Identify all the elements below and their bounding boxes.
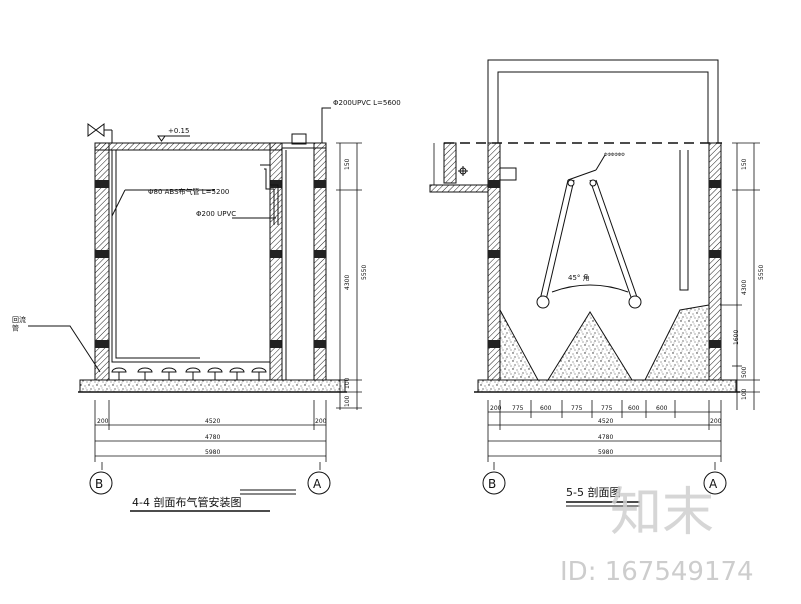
axis-circle-a-left xyxy=(307,471,331,495)
right-dim-b3: 600 xyxy=(540,405,552,412)
right-dim-b4: 775 xyxy=(571,405,583,412)
right-section: ФФФФФФ 45° 角 xyxy=(429,59,765,507)
left-wall-joints xyxy=(95,180,326,348)
right-frame xyxy=(487,59,719,143)
right-wall-joints xyxy=(488,180,721,348)
pipe-elbow xyxy=(291,133,307,145)
axis-circle-b-left xyxy=(89,471,113,495)
left-dim-r2: 4300 xyxy=(344,275,351,290)
right-dim-r4: 1600 xyxy=(733,330,740,345)
axis-label-b-left: B xyxy=(95,477,103,491)
hopper-right xyxy=(644,304,710,381)
watermark-brand: 知末 xyxy=(610,483,714,543)
right-dim-r6: 100 xyxy=(741,388,748,400)
internal-pipe xyxy=(260,150,287,380)
left-dim-r3: 5550 xyxy=(361,265,368,280)
right-frame-inner xyxy=(497,71,709,143)
right-dim-b5: 775 xyxy=(601,405,613,412)
top-label: ФФФФФФ xyxy=(604,152,625,157)
airlift-pipes xyxy=(539,154,639,301)
left-dim-b2: 4520 xyxy=(205,418,220,425)
right-dim-r2: 4300 xyxy=(741,280,748,295)
pipe-uvpc-label: Φ200UPVC L=5600 xyxy=(333,99,401,107)
ledge xyxy=(429,184,489,193)
abs-pipe-label: Φ80 ABS布气管 L=5200 xyxy=(148,187,229,196)
axis-circle-a-right xyxy=(703,471,727,495)
left-top-slab xyxy=(94,142,283,151)
baffle xyxy=(679,150,689,291)
abs-leader xyxy=(111,189,126,217)
right-dim-b7: 600 xyxy=(656,405,668,412)
left-dim-r1: 150 xyxy=(344,158,351,170)
angle-arc xyxy=(551,284,629,293)
side-note: 回流管 xyxy=(12,315,26,332)
left-caption: 4-4 剖面布气管安装图 xyxy=(132,495,241,509)
right-dim-b6: 600 xyxy=(628,405,640,412)
left-dim-b3: 200 xyxy=(315,418,327,425)
diffuser-pipe-2 xyxy=(115,150,200,359)
elevation-label: +0.15 xyxy=(168,127,189,135)
right-caption: 5-5 剖面图 xyxy=(566,485,620,499)
axis-label-a-right: A xyxy=(709,477,718,491)
left-dim-r5: 100 xyxy=(344,395,351,407)
left-dims-bottom xyxy=(94,400,327,470)
side-note-leader xyxy=(28,325,101,373)
hopper-left xyxy=(499,309,539,381)
weir xyxy=(500,167,517,181)
left-dim-b1: 200 xyxy=(97,418,109,425)
right-bottom-slab xyxy=(477,379,737,393)
angle-label: 45° 角 xyxy=(568,273,590,282)
right-wall-a xyxy=(443,142,457,184)
pipe-label-2: Φ200 UPVC xyxy=(196,210,236,218)
right-dim-b8: 200 xyxy=(710,418,722,425)
pipe-joint-top xyxy=(567,179,575,187)
right-dim-b9: 4520 xyxy=(598,418,613,425)
pipe-joint-top-2 xyxy=(589,179,597,187)
right-dim-b2: 775 xyxy=(512,405,524,412)
right-dims-bottom xyxy=(487,400,722,470)
watermark-id: ID: 167549174 xyxy=(560,557,754,587)
right-dim-b10: 4780 xyxy=(598,434,613,441)
left-dims-right xyxy=(336,142,362,410)
left-bottom-slab xyxy=(79,379,346,393)
right-dim-r3: 5550 xyxy=(758,265,765,280)
left-dim-b4: 4780 xyxy=(205,434,220,441)
pipe-uvpc-leader xyxy=(321,107,331,143)
left-section: +0.15 Φ200UPVC L=5600 Φ80 ABS布气管 L=5200 … xyxy=(12,99,401,512)
diffuser-pipe xyxy=(111,150,270,363)
hopper-mid xyxy=(547,311,633,381)
valve-icon xyxy=(87,123,113,143)
left-dim-b5: 5980 xyxy=(205,449,220,456)
left-dim-r4: 100 xyxy=(344,377,351,389)
right-dim-r5: 500 xyxy=(741,366,748,378)
right-dims-right xyxy=(720,142,760,410)
axis-label-a-left: A xyxy=(313,477,322,491)
axis-circle-b-right xyxy=(482,471,506,495)
axis-label-b-right: B xyxy=(488,477,496,491)
left-top-slab-2 xyxy=(281,142,327,149)
right-dim-b1: 200 xyxy=(490,405,502,412)
pipe-end-left xyxy=(536,295,550,309)
elevation-mark: +0.15 xyxy=(157,127,190,142)
pipe-end-right xyxy=(628,295,642,309)
right-dim-b11: 5980 xyxy=(598,449,613,456)
watermark: 知末 ID: 167549174 xyxy=(560,483,754,587)
diffuser-heads xyxy=(111,367,267,380)
right-dim-r1: 150 xyxy=(741,158,748,170)
